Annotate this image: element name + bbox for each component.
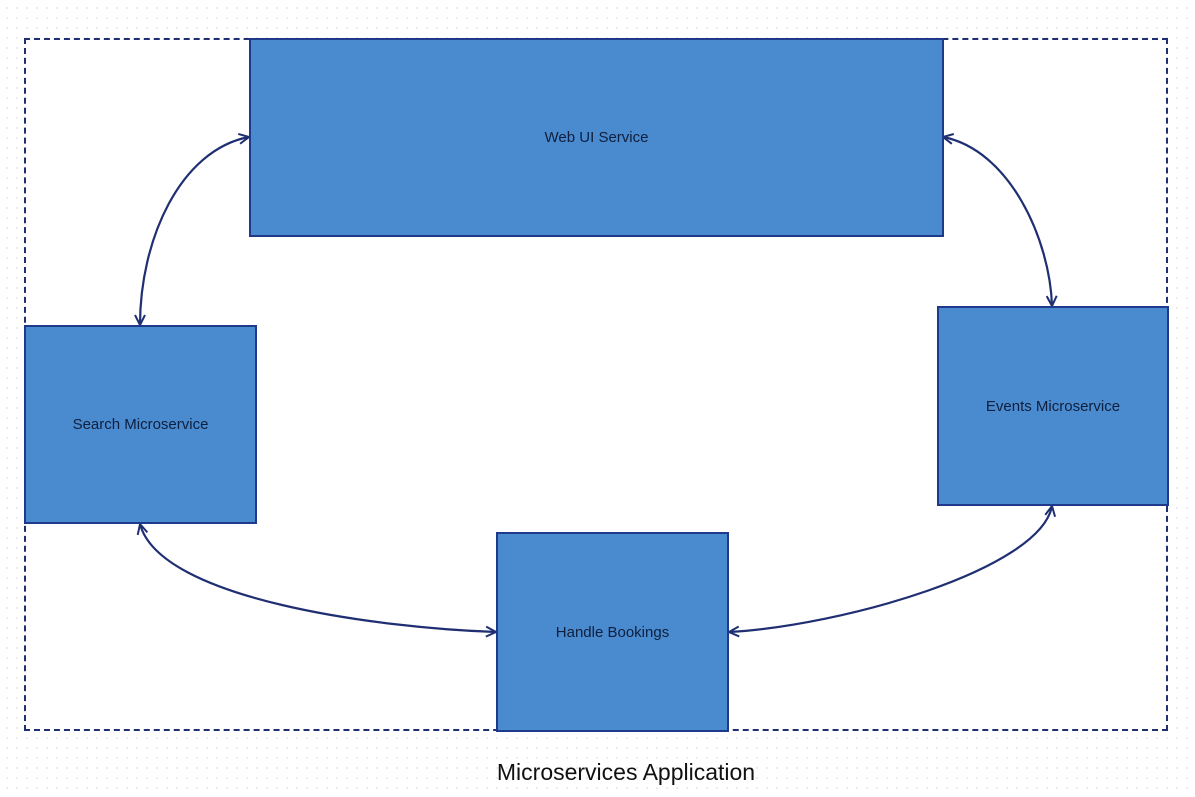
node-label: Search Microservice	[72, 416, 209, 433]
node-label: Events Microservice	[985, 397, 1121, 415]
node-label: Web UI Service	[544, 129, 649, 146]
node-label: Handle Bookings	[555, 623, 670, 641]
node-web-ui-service[interactable]: Web UI Service	[249, 38, 944, 237]
node-events-microservice[interactable]: Events Microservice	[937, 306, 1169, 506]
diagram-title: Microservices Application	[496, 759, 756, 785]
node-handle-bookings[interactable]: Handle Bookings	[496, 532, 729, 732]
node-search-microservice[interactable]: Search Microservice	[24, 325, 257, 524]
